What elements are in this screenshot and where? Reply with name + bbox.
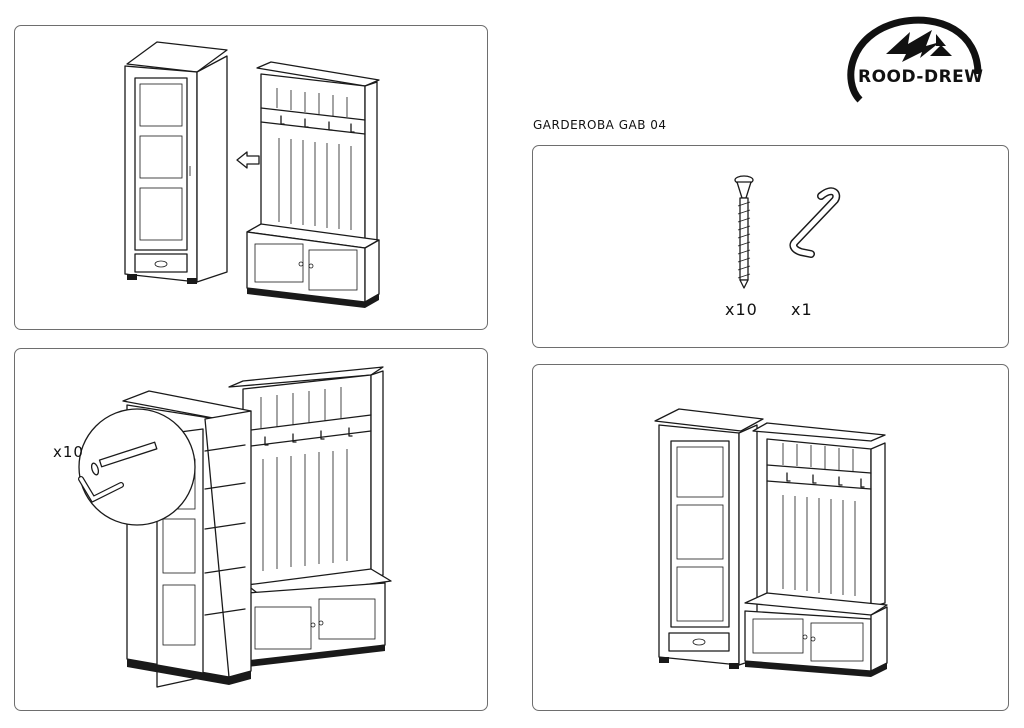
step-2-illustration — [78, 366, 392, 688]
screw-quantity: x10 — [725, 300, 758, 319]
brand-logo-mark: ROOD-DREW — [847, 16, 984, 103]
tall-cabinet — [124, 41, 228, 284]
step-1-panel — [14, 25, 488, 330]
brand-name: ROOD-DREW — [858, 67, 984, 87]
screw-icon — [734, 175, 754, 289]
step-3-illustration — [654, 408, 888, 677]
step-2-screw-quantity: x10 — [53, 443, 84, 461]
step-3-panel — [532, 364, 1009, 711]
arrow-left-icon — [236, 151, 260, 169]
hardware-panel: x10 x1 — [532, 145, 1009, 348]
allen-key-icon — [789, 187, 841, 258]
screw-callout — [78, 408, 196, 526]
allen-key-icon — [78, 476, 124, 503]
screw-icon — [90, 441, 158, 476]
hardware-illustration — [734, 175, 841, 289]
document-title: GARDEROBA GAB 04 — [533, 118, 667, 132]
hall-stand — [246, 61, 380, 308]
assembled-wardrobe — [654, 408, 888, 677]
hall-stand — [228, 366, 392, 667]
step-1-illustration — [124, 41, 380, 308]
brand-logo: ROOD-DREW — [840, 12, 986, 108]
step-2-panel: x10 — [14, 348, 488, 711]
allen-key-quantity: x1 — [791, 300, 813, 319]
